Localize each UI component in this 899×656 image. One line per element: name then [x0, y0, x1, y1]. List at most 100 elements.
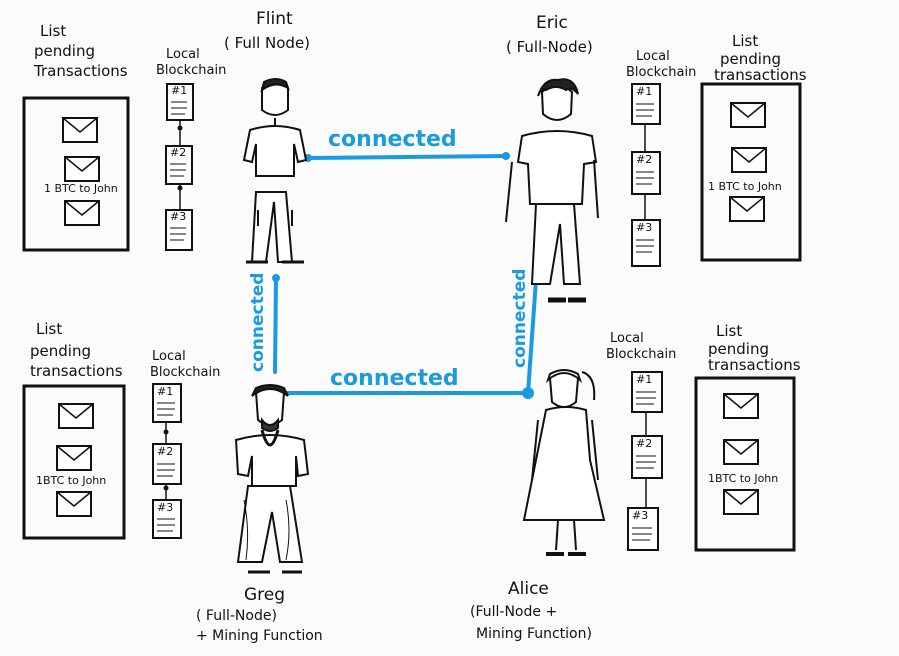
block: #3: [152, 499, 182, 539]
pending-list-title-eric: List pending transactions: [714, 32, 807, 84]
envelope-icon: [58, 403, 94, 429]
block-number: #1: [636, 85, 652, 98]
pending-box-alice: 1BTC to John: [694, 376, 796, 552]
chain-title-line1: Local: [166, 47, 200, 62]
person-greg: [234, 384, 310, 574]
connection-dot: [272, 274, 280, 282]
node-label-eric: Eric ( Full-Node): [506, 13, 593, 56]
envelope-icon: [723, 393, 759, 419]
envelope-icon: [64, 200, 100, 226]
blockchain-greg: #1 #2 #3: [152, 383, 182, 539]
connection-label-left: connected: [248, 273, 268, 372]
pending-title-line2: pending: [720, 50, 781, 68]
pending-box-eric: 1 BTC to John: [700, 82, 802, 262]
envelope-icon: [731, 147, 767, 173]
node-name: Flint: [256, 9, 293, 29]
pending-list-title-alice: List pending transactions: [708, 322, 801, 374]
pending-title-line2: pending: [30, 342, 91, 360]
envelope-icon: [730, 102, 766, 128]
envelope-icon: [723, 489, 759, 515]
pending-list-title-greg: List pending transactions: [30, 320, 123, 380]
pending-title-line1: List: [36, 320, 62, 338]
pending-title-line2: pending: [34, 42, 95, 60]
block: #3: [631, 219, 661, 267]
block: #2: [631, 151, 661, 195]
blockchain-title-alice: Local Blockchain: [606, 331, 676, 362]
block-number: #2: [157, 445, 173, 458]
connection-eric-alice: [526, 278, 538, 395]
block-number: #3: [157, 501, 173, 514]
node-role: ( Full Node): [224, 34, 310, 52]
pending-title-line1: List: [716, 322, 742, 340]
node-extra: + Mining Function: [196, 628, 323, 644]
block: #1: [631, 371, 663, 413]
blockchain-title-greg: Local Blockchain: [150, 349, 220, 380]
block-number: #2: [636, 153, 652, 166]
envelope-icon: [729, 196, 765, 222]
block-number: #3: [636, 221, 652, 234]
connection-label-bottom: connected: [330, 366, 459, 391]
pending-title-line2: pending: [708, 340, 769, 358]
connection-label-top: connected: [328, 127, 457, 152]
blockchain-title-eric: Local Blockchain: [626, 49, 696, 80]
block-number: #1: [171, 84, 187, 97]
pending-title-line3: transactions: [708, 356, 801, 374]
pending-box-greg: 1BTC to John: [22, 384, 126, 540]
block-number: #3: [170, 210, 186, 223]
block: #1: [631, 83, 661, 125]
block-number: #1: [157, 385, 173, 398]
envelope-icon: [62, 117, 98, 143]
blockchain-title-flint: Local Blockchain: [156, 47, 226, 78]
block: #2: [165, 145, 193, 185]
block: #2: [152, 443, 182, 485]
node-label-greg: Greg ( Full-Node) + Mining Function: [196, 585, 323, 644]
node-name: Eric: [536, 13, 568, 33]
person-eric: [505, 78, 599, 303]
envelope-icon: [56, 491, 92, 517]
node-role: (Full-Node +: [470, 604, 557, 620]
tx-label: 1BTC to John: [708, 472, 778, 485]
tx-label: 1BTC to John: [36, 474, 106, 487]
envelope-icon: [56, 445, 92, 471]
block: #1: [166, 83, 194, 121]
node-name: Alice: [508, 579, 549, 599]
pending-title-line3: transactions: [30, 362, 123, 380]
envelope-icon: [64, 156, 100, 182]
node-name: Greg: [244, 585, 285, 605]
connections: connected connected connected connected: [248, 127, 540, 399]
chain-title-line2: Blockchain: [156, 63, 226, 78]
node-role: ( Full-Node): [506, 38, 593, 56]
node-extra: Mining Function): [476, 626, 592, 642]
blockchain-eric: #1 #2 #3: [631, 83, 661, 267]
chain-title-line2: Blockchain: [150, 365, 220, 380]
node-label-alice: Alice (Full-Node + Mining Function): [470, 579, 592, 642]
pending-title-line1: List: [40, 22, 66, 40]
block-number: #2: [170, 146, 186, 159]
connection-dot: [502, 152, 510, 160]
pending-title-line3: Transactions: [33, 62, 128, 80]
person-flint: [242, 78, 308, 264]
block-number: #2: [636, 437, 652, 450]
block-number: #3: [632, 509, 648, 522]
person-alice: [522, 369, 606, 556]
connection-flint-greg: [273, 276, 278, 374]
node-label-flint: Flint ( Full Node): [224, 9, 310, 52]
block: #3: [165, 209, 193, 251]
pending-title-line3: transactions: [714, 66, 807, 84]
chain-title-line1: Local: [152, 349, 186, 364]
blockchain-flint: #1 #2 #3: [165, 83, 194, 251]
chain-title-line2: Blockchain: [626, 65, 696, 80]
chain-title-line1: Local: [610, 331, 644, 346]
envelope-icon: [723, 439, 759, 465]
block: #1: [152, 383, 182, 423]
pending-box-flint: 1 BTC to John: [22, 96, 130, 252]
pending-list-title-flint: List pending Transactions: [33, 22, 128, 80]
pending-title-line1: List: [732, 32, 758, 50]
block: #3: [627, 507, 659, 551]
block: #2: [631, 435, 663, 479]
node-role: ( Full-Node): [196, 608, 277, 624]
tx-label: 1 BTC to John: [708, 180, 782, 193]
connection-flint-eric: [306, 154, 508, 160]
